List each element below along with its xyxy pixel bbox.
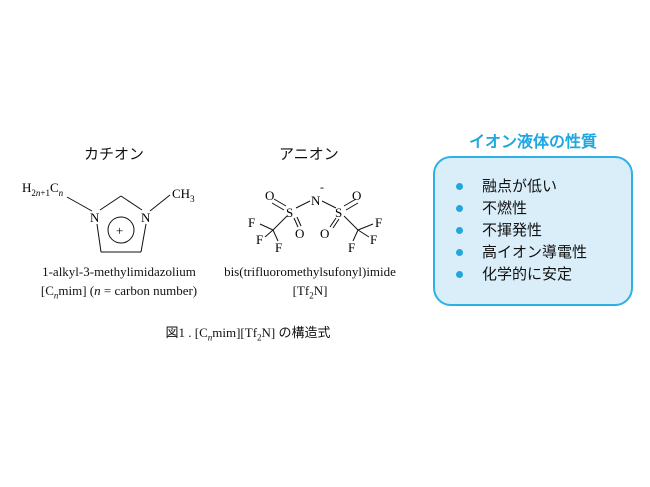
list-item: 融点が低い: [456, 175, 587, 197]
o-atom-upper-left: O: [265, 188, 274, 203]
negative-charge-label: -: [320, 180, 324, 194]
tf2n-bonds: [259, 198, 374, 242]
positive-charge-label: +: [116, 223, 123, 238]
o-atom-lower-left: O: [295, 226, 304, 241]
figure-caption: 図1 . [Cnmim][Tf2N] の構造式: [165, 325, 331, 343]
s-atom-right: S: [335, 205, 342, 220]
properties-box: [433, 156, 633, 306]
cation-abbreviation: [Cnmim] (n = carbon number): [40, 283, 198, 301]
cation-heading: カチオン: [84, 145, 145, 163]
o-atom-lower-right: O: [320, 226, 329, 241]
bullet-icon: [456, 226, 463, 234]
bullet-icon: [456, 204, 463, 212]
list-item: 不揮発性: [456, 219, 587, 241]
bullet-icon: [456, 270, 463, 278]
imidazolium-bonds: [66, 194, 171, 253]
properties-title: イオン液体の性質: [468, 132, 597, 151]
f-atom-left-3: F: [275, 240, 282, 255]
anion-name: bis(trifluoromethylsufonyl)imide: [224, 264, 396, 279]
list-item: 不燃性: [456, 197, 587, 219]
f-atom-right-3: F: [348, 240, 355, 255]
properties-list: 融点が低い 不燃性 不揮発性 高イオン導電性 化学的に安定: [456, 175, 587, 285]
f-atom-left-2: F: [256, 232, 263, 247]
s-atom-left: S: [286, 205, 293, 220]
tf2n-structure: O S N - S O O O F F F F F F: [248, 180, 382, 255]
o-atom-upper-right: O: [352, 188, 361, 203]
methyl-group-label: CH3: [172, 186, 195, 204]
alkyl-group-label: H2n+1Cn: [22, 180, 64, 198]
n3-atom: N: [141, 210, 151, 225]
bullet-icon: [456, 182, 463, 190]
f-atom-left-1: F: [248, 215, 255, 230]
f-atom-right-1: F: [375, 215, 382, 230]
list-item: 化学的に安定: [456, 263, 587, 285]
n1-atom: N: [90, 210, 100, 225]
bullet-icon: [456, 248, 463, 256]
f-atom-right-2: F: [370, 232, 377, 247]
imidazolium-structure: H2n+1Cn CH3 N N +: [22, 180, 195, 253]
n-atom: N: [311, 193, 321, 208]
cation-name: 1-alkyl-3-methylimidazolium: [42, 264, 196, 279]
list-item: 高イオン導電性: [456, 241, 587, 263]
anion-heading: アニオン: [279, 145, 339, 163]
anion-abbreviation: [Tf2N]: [292, 283, 328, 301]
